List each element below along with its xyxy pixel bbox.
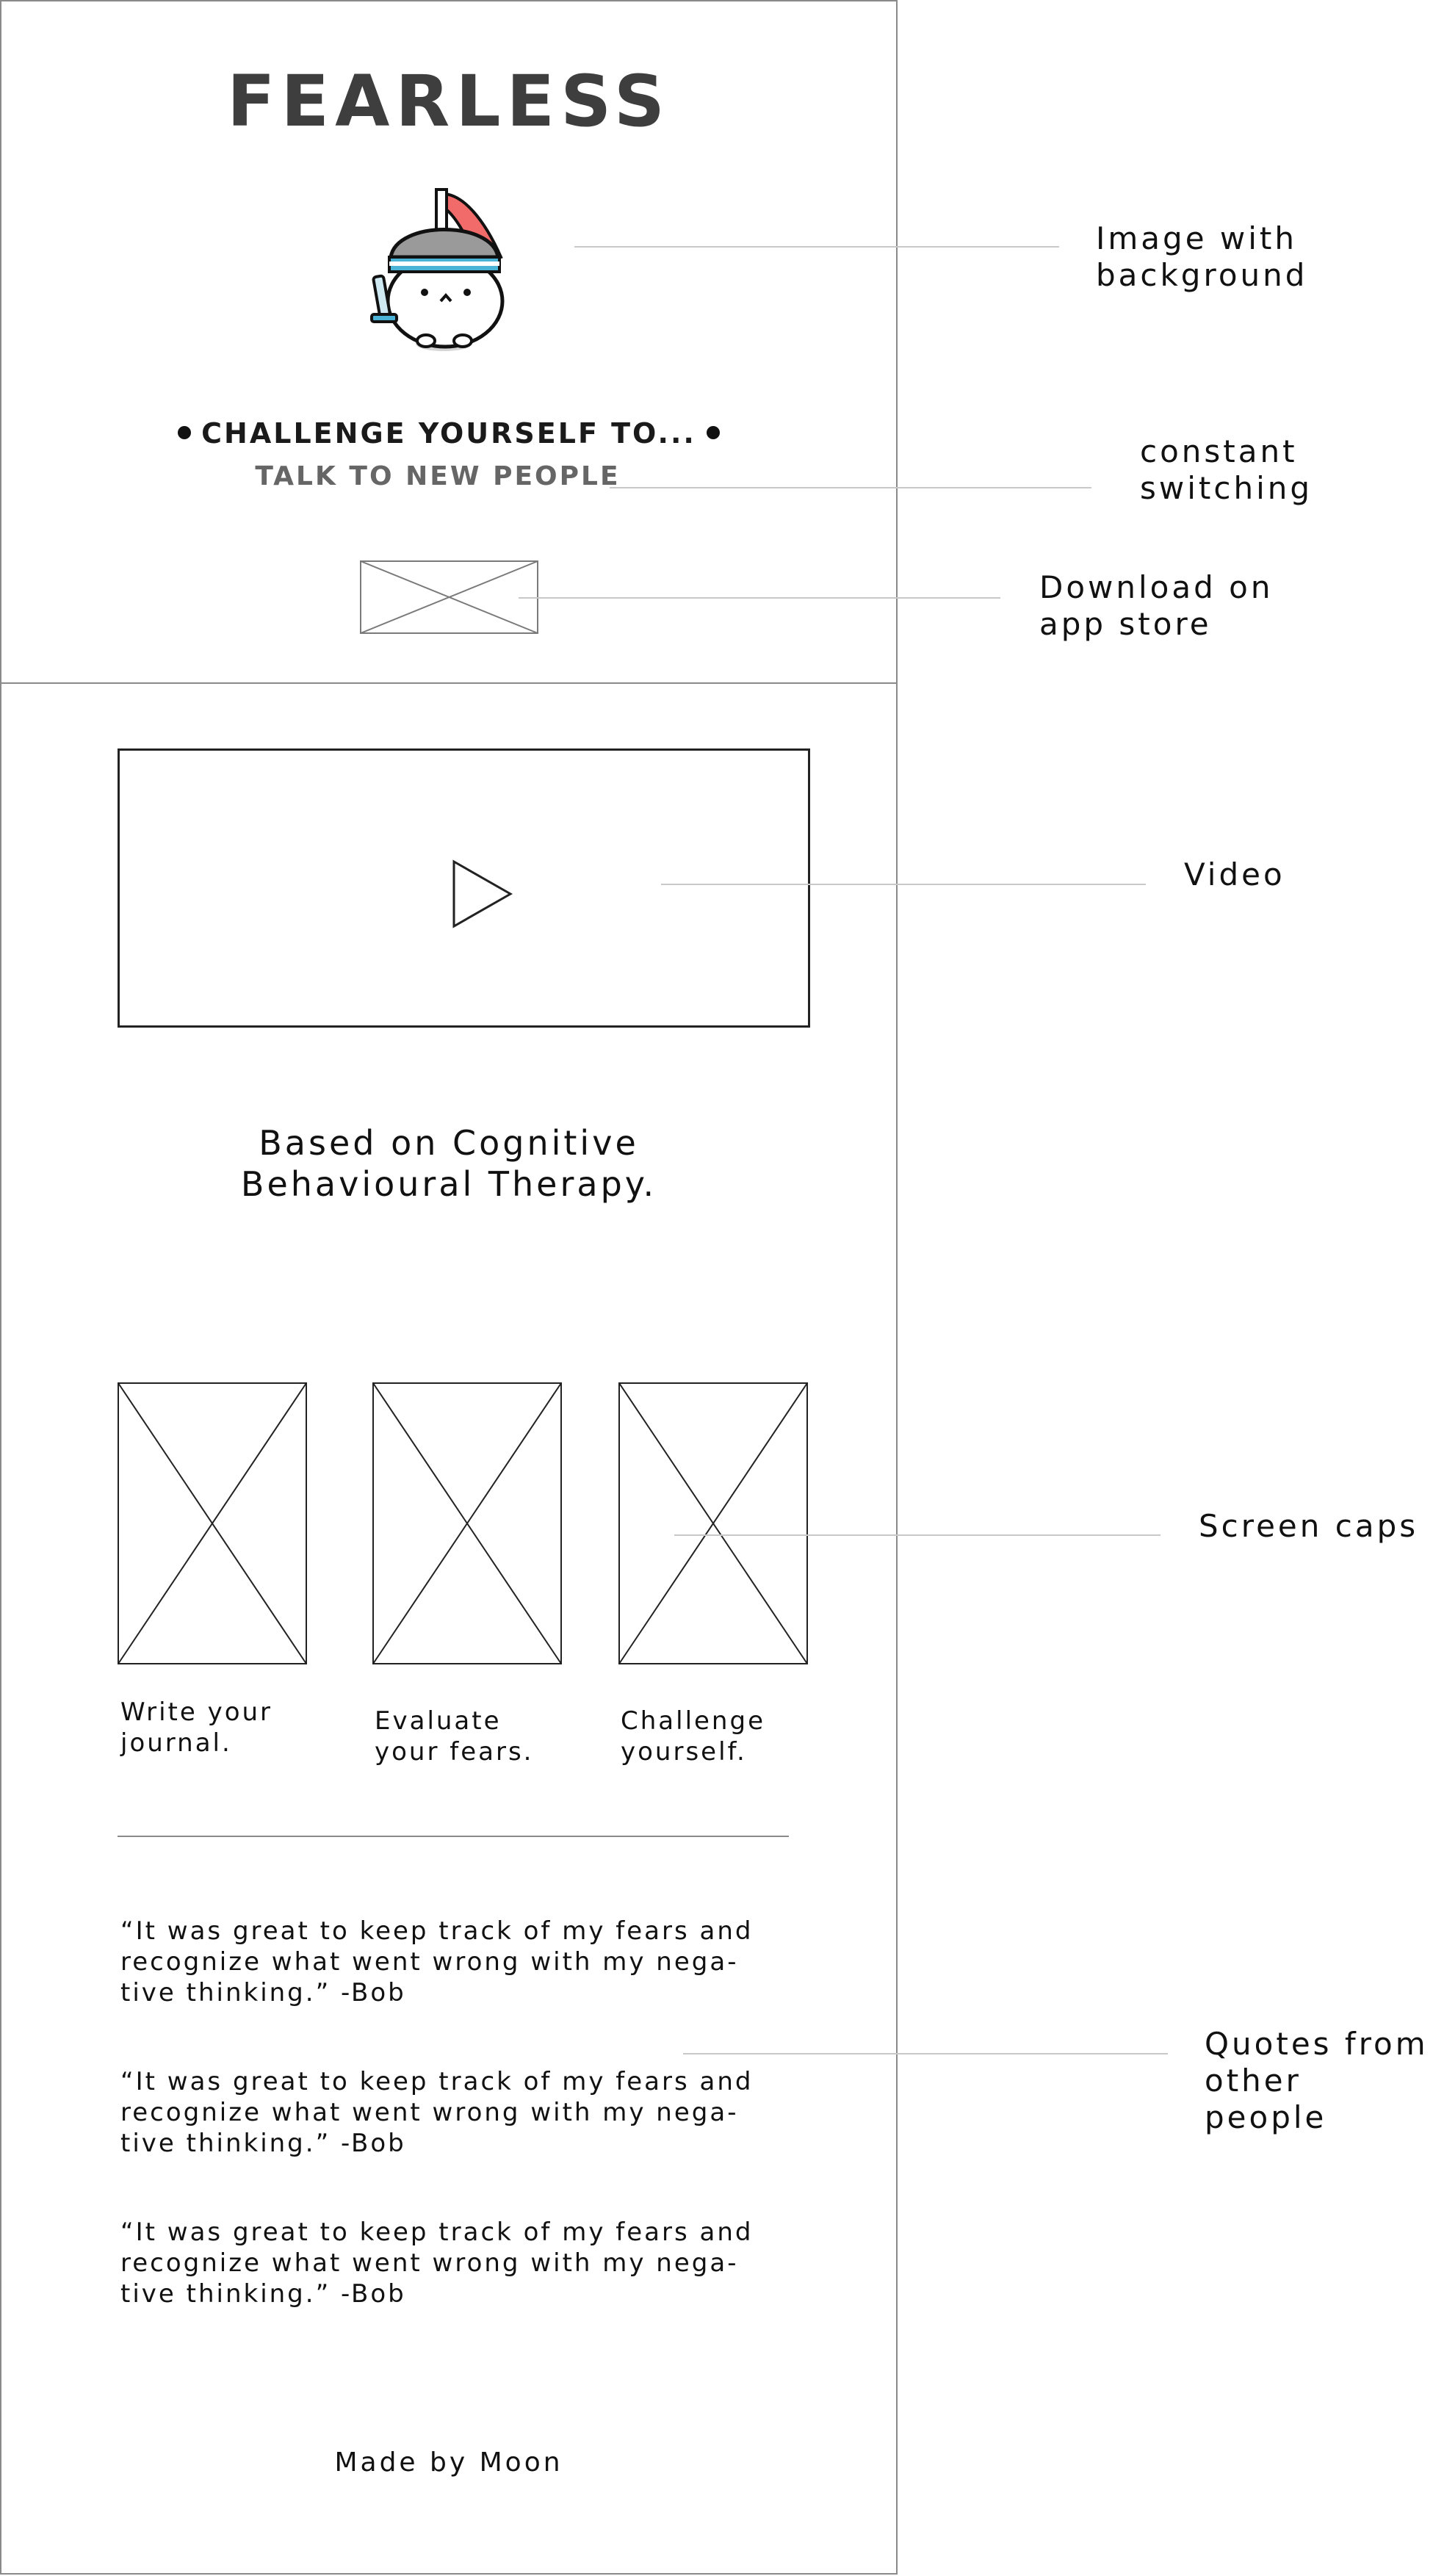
rotating-challenge-text: TALK TO NEW PEOPLE (255, 461, 621, 491)
annotation-line: background (1096, 257, 1308, 293)
video-player[interactable] (118, 748, 810, 1028)
image-placeholder-icon (372, 1382, 562, 1664)
quote-line: recognize what went wrong with my nega- (120, 1947, 739, 1977)
screen-cap-challenge (618, 1382, 808, 1664)
mascot-image (367, 184, 514, 360)
annotation-leader-line (683, 2053, 1168, 2054)
quote-line: tive thinking.” -Bob (120, 2279, 406, 2309)
image-placeholder-icon (360, 560, 538, 634)
caption-line: yourself. (621, 1737, 747, 1767)
tagline-text: CHALLENGE YOURSELF TO... (201, 417, 696, 450)
annotation-leader-line (610, 487, 1091, 488)
footer-credit: Made by Moon (334, 2447, 563, 2478)
quote-line: tive thinking.” -Bob (120, 1978, 406, 2007)
annotation-line: other people (1205, 2063, 1327, 2135)
quote-line: “It was great to keep track of my fears … (120, 2067, 754, 2096)
annotation-download-app-store: Download on app store (1039, 569, 1273, 643)
tagline: CHALLENGE YOURSELF TO... (0, 417, 898, 450)
bullet-icon (706, 425, 720, 439)
annotation-line: constant (1140, 433, 1298, 469)
annotation-line: Quotes from (1205, 2026, 1429, 2062)
quote-line: recognize what went wrong with my nega- (120, 2098, 739, 2127)
caption-line: your fears. (375, 1737, 534, 1767)
bullet-icon (178, 425, 192, 439)
page-title: FEARLESS (226, 60, 671, 142)
therapy-line-2: Behavioural Therapy. (240, 1164, 657, 1204)
page-frame (0, 0, 898, 2575)
annotation-image-with-background: Image with background (1096, 220, 1307, 294)
caption-line: Challenge (621, 1706, 765, 1736)
play-icon[interactable] (452, 859, 513, 928)
annotation-leader-line (519, 597, 1000, 599)
screen-cap-evaluate (372, 1382, 562, 1664)
quote-line: “It was great to keep track of my fears … (120, 2218, 754, 2247)
knight-mascot-icon (370, 188, 505, 351)
annotation-leader-line (574, 246, 1059, 248)
caption-line: Write your (120, 1698, 273, 1727)
section-divider (118, 1836, 789, 1837)
annotation-leader-line (661, 884, 1146, 885)
annotation-screen-caps: Screen caps (1199, 1508, 1418, 1545)
image-placeholder-icon (118, 1382, 307, 1664)
testimonial-quote: “It was great to keep track of my fears … (120, 1916, 811, 2008)
image-placeholder-icon (618, 1382, 808, 1664)
quote-line: tive thinking.” -Bob (120, 2129, 406, 2158)
quote-line: “It was great to keep track of my fears … (120, 1916, 754, 1946)
feature-caption-challenge: Challenge yourself. (621, 1706, 826, 1767)
app-store-badge[interactable] (360, 560, 538, 634)
annotation-leader-line (674, 1534, 1161, 1536)
feature-caption-journal: Write your journal. (120, 1697, 326, 1758)
annotation-line: switching (1140, 470, 1313, 506)
screen-cap-journal (118, 1382, 307, 1664)
annotation-quotes: Quotes from other people (1205, 2026, 1433, 2136)
therapy-heading: Based on Cognitive Behavioural Therapy. (0, 1122, 898, 1205)
testimonial-quote: “It was great to keep track of my fears … (120, 2066, 811, 2159)
annotation-line: Video (1184, 856, 1285, 892)
annotation-video: Video (1184, 856, 1285, 893)
feature-caption-evaluate: Evaluate your fears. (375, 1706, 580, 1767)
caption-line: Evaluate (375, 1706, 502, 1736)
annotation-line: Image with (1096, 220, 1297, 256)
therapy-line-1: Based on Cognitive (259, 1123, 639, 1163)
caption-line: journal. (120, 1728, 232, 1758)
annotation-constant-switching: constant switching (1140, 433, 1313, 507)
hero-divider (0, 682, 898, 684)
quote-line: recognize what went wrong with my nega- (120, 2248, 739, 2278)
annotation-line: Screen caps (1199, 1508, 1419, 1544)
annotation-line: Download on (1039, 569, 1274, 605)
testimonial-quote: “It was great to keep track of my fears … (120, 2217, 811, 2309)
annotation-line: app store (1039, 606, 1212, 642)
